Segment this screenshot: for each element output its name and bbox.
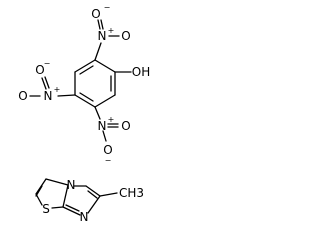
imidazothiazole-labels: N S N CH3 <box>42 178 144 224</box>
charge-plus-bottom: + <box>108 115 115 124</box>
atom-oh: OH <box>132 65 150 79</box>
atom-o-top-2: O <box>121 29 130 43</box>
atom-o-left-top: O <box>35 63 44 77</box>
atom-o-left: O <box>18 89 27 103</box>
charge-minus-top: − <box>104 3 111 12</box>
atom-o-bottom: O <box>103 143 112 157</box>
charge-minus-bottom: − <box>105 156 112 165</box>
charge-plus-top: + <box>108 26 115 35</box>
atom-n-imine: N <box>80 210 89 224</box>
picric-acid-labels: O − N + O OH N + O − O N + O O − <box>18 3 150 165</box>
atom-o-top-1: O <box>91 7 100 21</box>
atom-n-bridge: N <box>67 178 76 192</box>
methyl-group: CH3 <box>119 186 144 200</box>
picric-acid-bonds <box>29 19 132 142</box>
atom-o-bottom-right: O <box>121 119 130 133</box>
imidazothiazole-bonds <box>35 178 118 216</box>
atom-n-top: N <box>98 29 107 43</box>
charge-minus-left: − <box>44 59 51 68</box>
charge-plus-left: + <box>54 85 61 94</box>
atom-s: S <box>42 202 50 216</box>
atom-n-bottom: N <box>98 119 107 133</box>
atom-n-left: N <box>44 89 53 103</box>
chemical-structures: O − N + O OH N + O − O N + O O − <box>18 3 150 224</box>
